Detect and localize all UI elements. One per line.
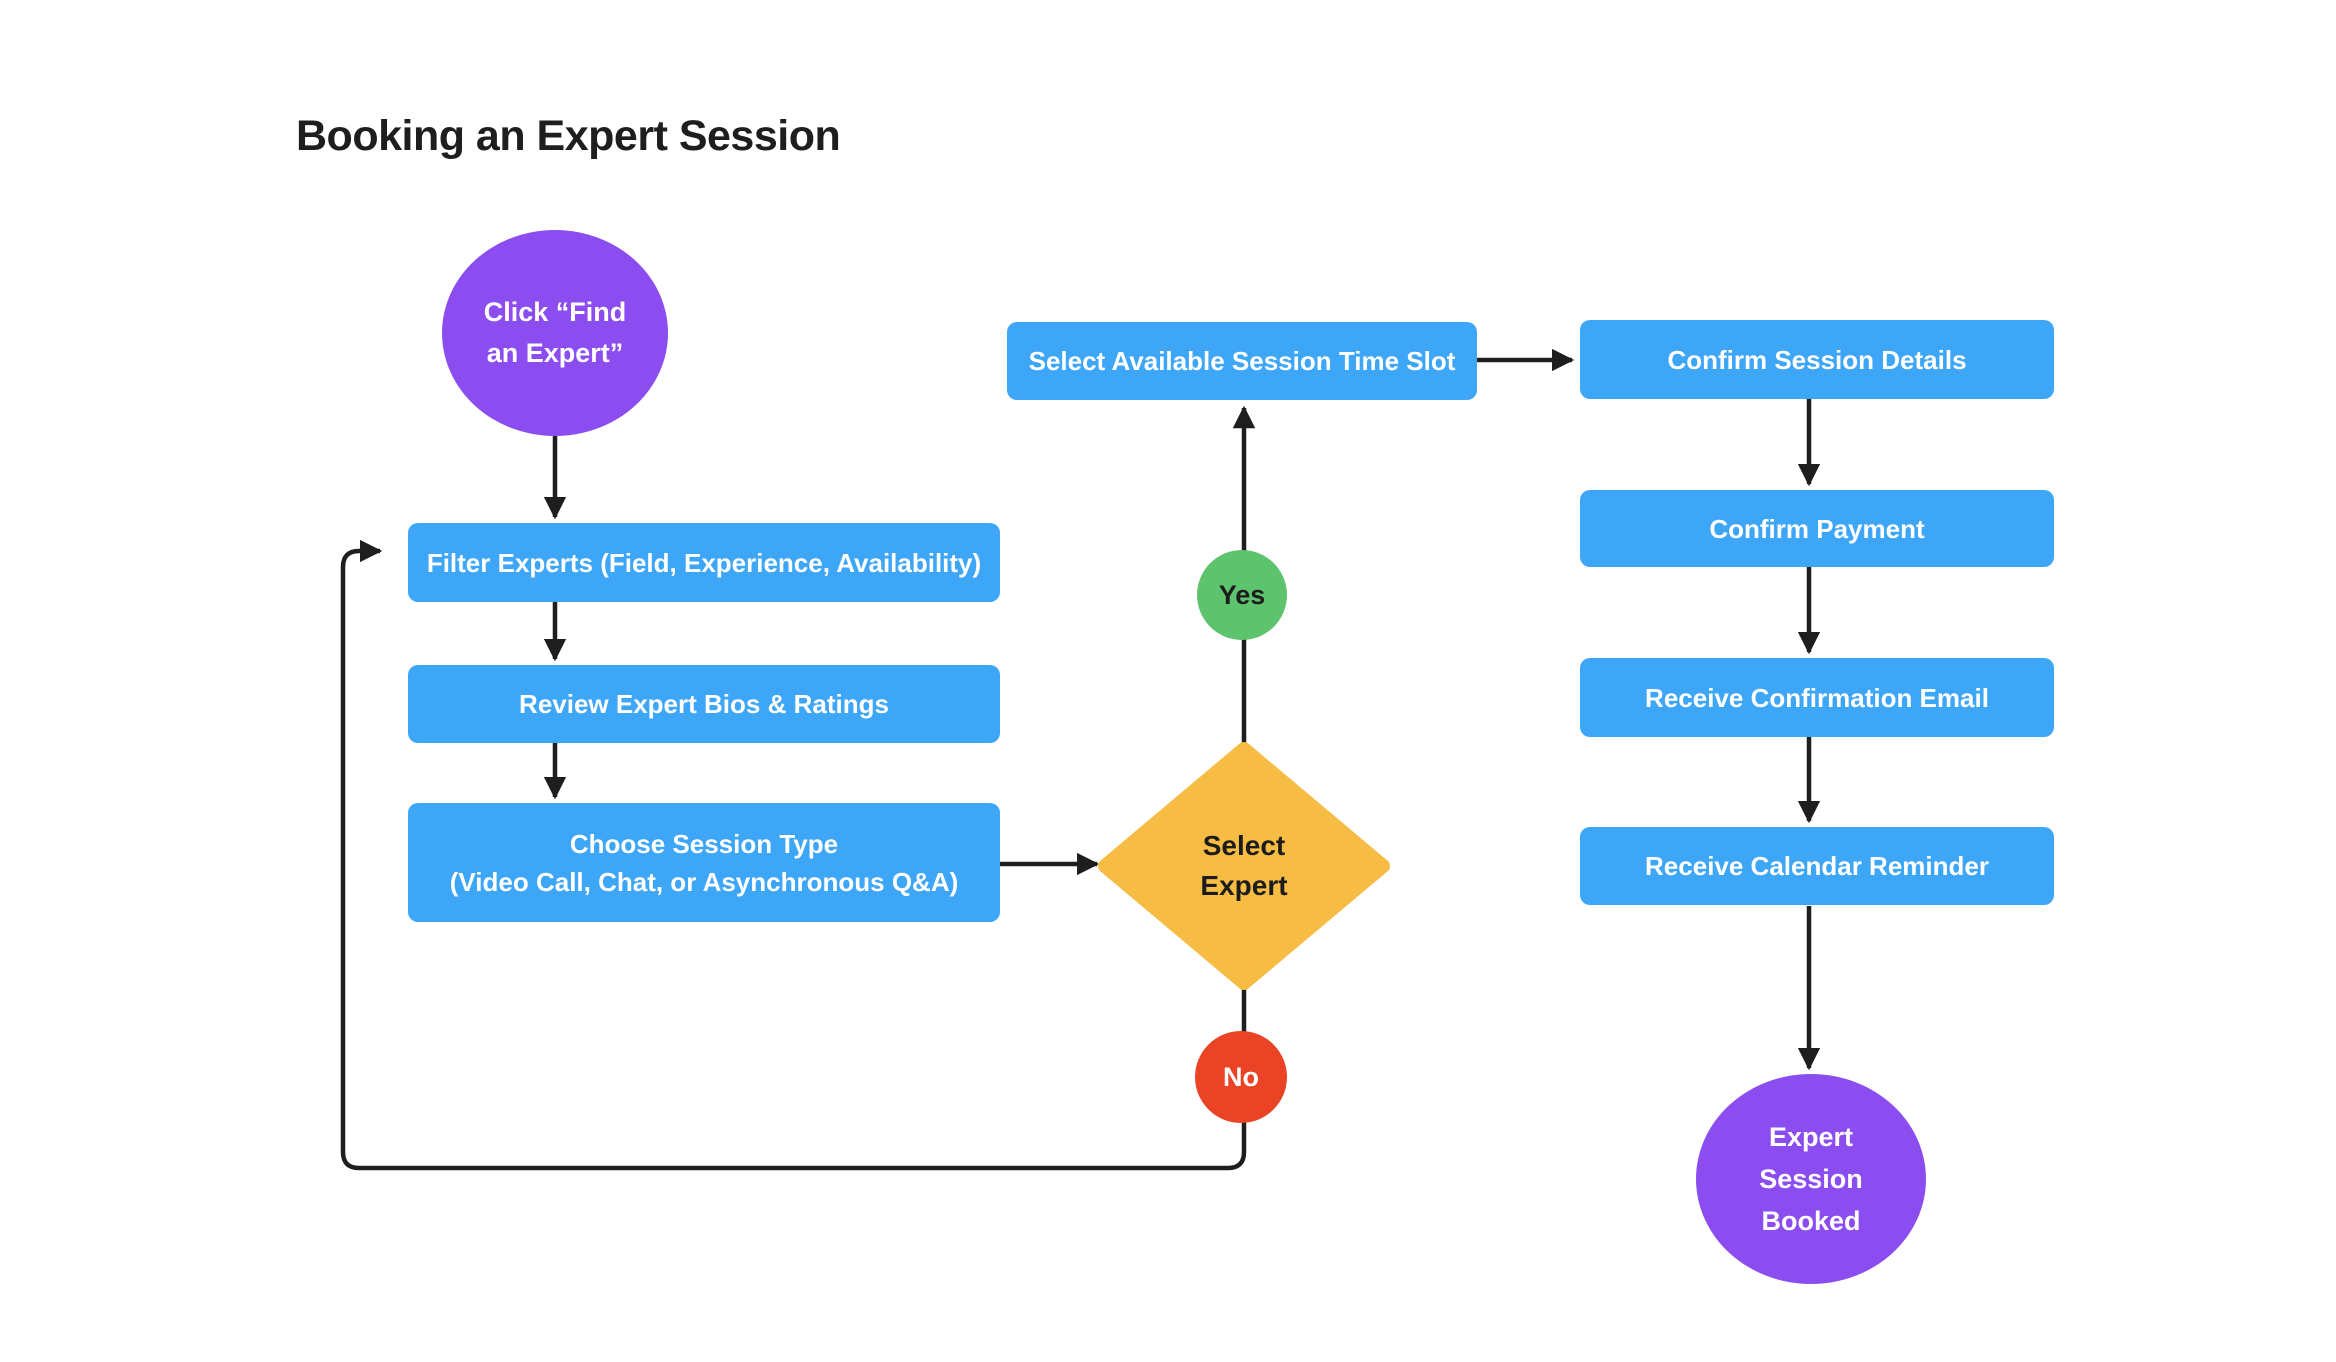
decision-node-label: Expert: [1200, 870, 1288, 901]
arrow-decision-no-loop-to-filter: [340, 539, 1247, 1171]
start-node-label: an Expert”: [486, 338, 624, 368]
edge-label-yes-text: Yes: [1218, 579, 1266, 610]
process-node-receive-calendar-reminder: Receive Calendar Reminder: [1580, 827, 2054, 905]
process-node-receive-confirmation-email: Receive Confirmation Email: [1580, 658, 2054, 737]
process-node-label: Choose Session Type: [569, 828, 839, 859]
page-title: Booking an Expert Session: [296, 112, 841, 160]
process-node-review-bios: Review Expert Bios & Ratings: [408, 665, 1000, 743]
process-node-label: Confirm Session Details: [1667, 344, 1967, 375]
process-node-label: Select Available Session Time Slot: [1028, 346, 1456, 376]
decision-diamond-shape: [1098, 742, 1390, 990]
process-node-confirm-payment: Confirm Payment: [1580, 490, 2054, 567]
end-node-label: Session: [1759, 1164, 1863, 1194]
process-node-label: Filter Experts (Field, Experience, Avail…: [426, 547, 982, 578]
process-node-label: (Video Call, Chat, or Asynchronous Q&A): [449, 866, 959, 897]
end-node-label: Booked: [1761, 1206, 1861, 1236]
decision-node-label: Select: [1202, 830, 1286, 861]
end-node: Expert Session Booked: [1696, 1074, 1926, 1284]
end-node-label: Expert: [1768, 1122, 1854, 1152]
process-node-label: Receive Calendar Reminder: [1645, 851, 1989, 881]
start-node-label: Click “Find: [483, 297, 627, 327]
process-node-label: Confirm Payment: [1709, 513, 1925, 544]
decision-node-select-expert: Select Expert: [1144, 806, 1344, 926]
process-node-confirm-session-details: Confirm Session Details: [1580, 320, 2054, 399]
process-node-choose-session-type: Choose Session Type (Video Call, Chat, o…: [408, 803, 1000, 922]
start-node: Click “Find an Expert”: [442, 230, 668, 436]
edge-label-no-text: No: [1223, 1061, 1259, 1092]
process-node-select-time-slot: Select Available Session Time Slot: [1007, 322, 1477, 400]
edge-label-no: No: [1195, 1031, 1287, 1123]
process-node-label: Receive Confirmation Email: [1645, 682, 1989, 713]
process-node-label: Review Expert Bios & Ratings: [519, 689, 889, 719]
edge-label-yes: Yes: [1197, 550, 1287, 640]
process-node-filter-experts: Filter Experts (Field, Experience, Avail…: [408, 523, 1000, 602]
